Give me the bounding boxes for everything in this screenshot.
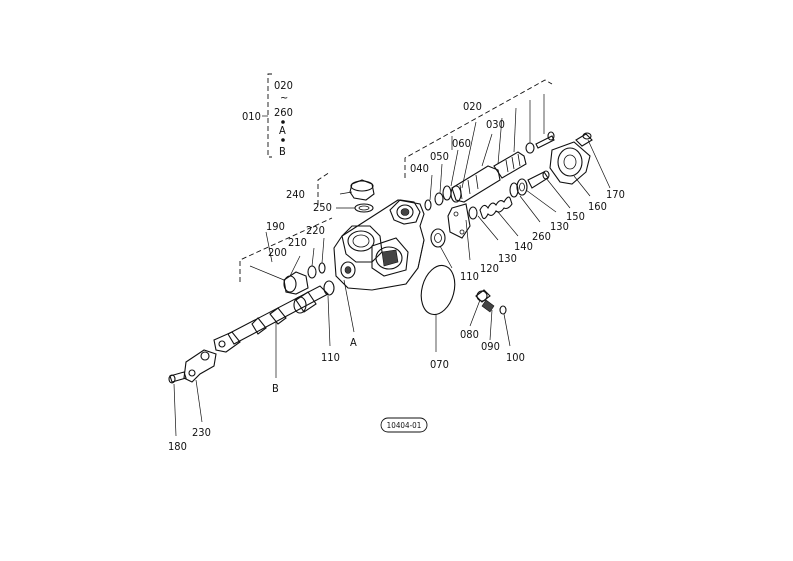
group-240-bracket bbox=[317, 171, 331, 205]
relief-valve-parts bbox=[420, 131, 593, 316]
part-bolt bbox=[535, 135, 555, 149]
callout-140: 140 bbox=[514, 240, 533, 253]
drawing-code-badge: 10404-01 bbox=[380, 417, 428, 433]
legend-block: 010 020 ~ 260 A B bbox=[242, 73, 293, 158]
part-150 bbox=[527, 171, 549, 189]
callout-060: 060 bbox=[452, 137, 471, 150]
part-080 bbox=[475, 289, 491, 303]
callout-b: B bbox=[272, 382, 279, 395]
callout-050: 050 bbox=[430, 150, 449, 163]
part-040 bbox=[424, 199, 432, 211]
callout-230: 230 bbox=[192, 426, 211, 439]
part-140 bbox=[479, 196, 513, 220]
callout-080: 080 bbox=[460, 328, 479, 341]
legend-tilde: ~ bbox=[280, 91, 288, 104]
part-spool bbox=[227, 285, 329, 345]
callout-labels: 020 030 040 050 060 070 080 090 100 110 … bbox=[168, 100, 625, 453]
part-030 bbox=[450, 151, 527, 203]
callout-070: 070 bbox=[430, 358, 449, 371]
part-050 bbox=[434, 192, 444, 206]
callout-220: 220 bbox=[306, 224, 325, 237]
part-060 bbox=[442, 185, 452, 201]
callout-120: 120 bbox=[480, 262, 499, 275]
part-130a bbox=[468, 206, 478, 220]
part-090 bbox=[481, 299, 495, 313]
legend-range-top: 020 bbox=[274, 79, 293, 92]
callout-200: 200 bbox=[268, 246, 287, 259]
callout-030: 030 bbox=[486, 118, 505, 131]
group-020-bracket bbox=[404, 79, 553, 178]
callout-160: 160 bbox=[588, 200, 607, 213]
callout-260: 260 bbox=[532, 230, 551, 243]
legend-sub-b: B bbox=[279, 145, 286, 158]
callout-a: A bbox=[350, 336, 357, 349]
leader-lines bbox=[173, 94, 611, 437]
part-120 bbox=[447, 203, 471, 239]
part-180 bbox=[169, 371, 187, 383]
part-100 bbox=[499, 305, 507, 315]
part-210 bbox=[307, 265, 317, 279]
part-070 bbox=[420, 264, 456, 316]
part-230 bbox=[183, 349, 217, 383]
valve-body bbox=[333, 199, 425, 291]
callout-090: 090 bbox=[481, 340, 500, 353]
part-130b bbox=[509, 182, 519, 198]
callout-240: 240 bbox=[286, 188, 305, 201]
part-110-right bbox=[430, 228, 446, 248]
legend-sub-a: A bbox=[279, 124, 286, 137]
callout-210: 210 bbox=[288, 236, 307, 249]
callout-020: 020 bbox=[463, 100, 482, 113]
callout-040: 040 bbox=[410, 162, 429, 175]
part-160 bbox=[549, 141, 591, 185]
part-110-left bbox=[323, 280, 335, 296]
callout-130-upper: 130 bbox=[550, 220, 569, 233]
drawing-code-text: 10404-01 bbox=[387, 421, 422, 430]
callout-190: 190 bbox=[266, 220, 285, 233]
legend-group-label: 010 bbox=[242, 110, 261, 123]
part-250 bbox=[354, 203, 374, 213]
callout-150: 150 bbox=[566, 210, 585, 223]
callout-250: 250 bbox=[313, 201, 332, 214]
spool-assembly bbox=[168, 262, 335, 384]
callout-170: 170 bbox=[606, 188, 625, 201]
cap-240-250 bbox=[349, 179, 375, 213]
part-220 bbox=[318, 262, 326, 274]
legend-range-bottom: 260 bbox=[274, 106, 293, 119]
part-ring-a bbox=[525, 142, 535, 154]
part-260 bbox=[516, 178, 528, 196]
callout-110-left: 110 bbox=[321, 351, 340, 364]
group-190-bracket bbox=[239, 217, 333, 282]
callout-110-right: 110 bbox=[460, 270, 479, 283]
callout-130-lower: 130 bbox=[498, 252, 517, 265]
callout-180: 180 bbox=[168, 440, 187, 453]
part-200 bbox=[283, 271, 309, 295]
callout-100: 100 bbox=[506, 351, 525, 364]
